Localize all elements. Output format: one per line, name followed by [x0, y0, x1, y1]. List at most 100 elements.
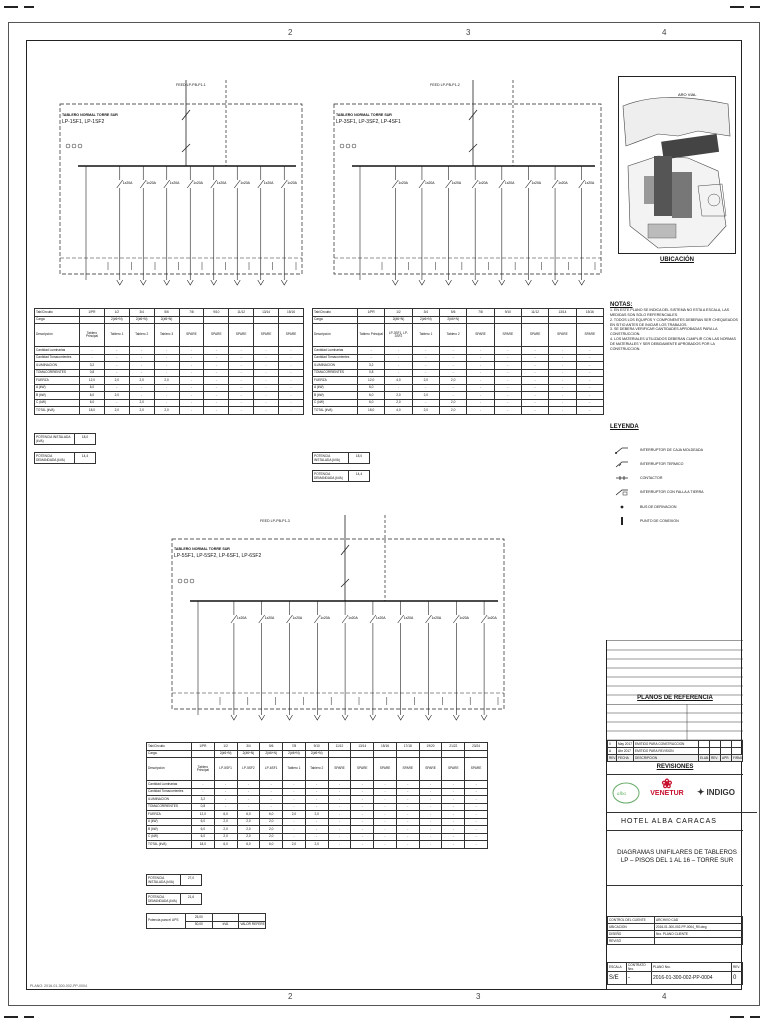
table-cell: -: [327, 825, 352, 834]
demand-power-box: POTENCIA DEMANDADA (kVA) 21,6: [146, 893, 202, 905]
table-row: Cantidad Tomacorrientes---------: [312, 353, 605, 362]
table-cell: B (kW): [146, 825, 192, 834]
table-cell: -: [203, 361, 230, 370]
circuit-rating: 1x20A: [320, 616, 330, 620]
table-cell: 2(#6+N): [153, 315, 180, 324]
table-cell: 12,0: [356, 376, 386, 385]
drawing-no-label: PLANO Nro.: [651, 962, 732, 972]
table-cell: -: [259, 780, 284, 789]
table-cell: -: [438, 361, 468, 370]
table-cell: -: [464, 832, 488, 841]
breaker-icon: [615, 447, 628, 454]
table-cell: Tablero 2: [438, 323, 468, 347]
rev-cell: [709, 747, 721, 755]
table-cell: C (kW): [146, 832, 192, 841]
circuit-breaker-symbol: [418, 179, 426, 189]
table-cell: -: [441, 787, 466, 796]
table-cell: SPARE: [278, 323, 304, 347]
table-cell: Tablero 1: [411, 323, 440, 347]
table-cell: -: [228, 406, 255, 415]
outer-frame: [8, 22, 760, 1006]
table-cell: -: [228, 398, 255, 407]
table-cell: SPARE: [203, 323, 230, 347]
venetur-logo-text: VENETUR: [650, 790, 684, 797]
circuit-rating: 1x20A: [531, 181, 541, 185]
table-cell: -: [228, 368, 255, 377]
table-cell: -: [411, 368, 440, 377]
table-cell: -: [128, 346, 155, 355]
demand-power-value: 14,4: [81, 454, 89, 458]
table-cell: Carga: [146, 749, 192, 758]
circuit-rating: 1x20A: [487, 616, 497, 620]
table-cell: [520, 315, 550, 324]
circuit-rating: 1x20A: [293, 616, 303, 620]
table-cell: LP-5SF1: [213, 757, 238, 781]
table-cell: -: [464, 817, 488, 826]
table-row: C (kW)6,0-2,0------: [34, 398, 304, 407]
scale-label: ESCALA: [607, 962, 627, 972]
table-cell: -: [103, 368, 130, 377]
rev-label: REV.: [731, 962, 743, 972]
table-cell: -: [395, 787, 420, 796]
meta-label: DISEÑO: [607, 930, 655, 938]
table-cell: 2,0: [438, 376, 468, 385]
table-cell: Cantidad Luminarias: [146, 780, 192, 789]
table-cell: -: [548, 346, 577, 355]
circuit-breaker-symbol: [230, 614, 238, 624]
table-cell: Carga: [312, 315, 358, 324]
table-cell: -: [418, 825, 443, 834]
table-cell: 11/12: [228, 308, 255, 317]
table-cell: SPARE: [350, 757, 375, 781]
table-cell: -: [282, 832, 306, 841]
table-cell: TOTAL (kVA): [146, 840, 192, 849]
installed-power-box: POTENCIA INSTALADA (kVA) 18,0: [312, 452, 370, 464]
table-row: A (kW)6,0--------: [312, 383, 605, 392]
table-cell: 2,0: [213, 825, 238, 834]
table-cell: -: [575, 376, 605, 385]
feeder-label: FEED LP-PB-P1-3: [260, 519, 290, 523]
table-cell: 18,0: [191, 840, 215, 849]
table-cell: -: [203, 398, 230, 407]
table-cell: -: [253, 353, 279, 362]
meter-symbol: [189, 578, 195, 584]
circuit-rating: 1x20A: [217, 181, 227, 185]
main-breaker-symbol: [181, 109, 191, 121]
table-cell: -: [520, 406, 550, 415]
table-cell: -: [464, 780, 488, 789]
table-cell: 4,0: [384, 376, 413, 385]
table-cell: -: [178, 383, 205, 392]
table-cell: 1/PR: [191, 742, 215, 751]
table-cell: 2,0: [103, 376, 130, 385]
table-cell: 2,0: [411, 391, 440, 400]
table-cell: -: [441, 832, 466, 841]
table-cell: [327, 749, 352, 758]
circuit-arrow: [418, 279, 426, 286]
indigo-mark-icon: ✦: [697, 787, 705, 797]
table-cell: 2(#6+N): [384, 315, 413, 324]
table-cell: -: [203, 376, 230, 385]
rev-cell: [709, 740, 721, 748]
crop-mark: [750, 1016, 760, 1018]
table-cell: -: [548, 376, 577, 385]
circuit-rating: 1x20A: [558, 181, 568, 185]
table-cell: 2(#6+N): [103, 315, 130, 324]
table-cell: -: [304, 780, 329, 789]
table-cell: FUERZA: [312, 376, 358, 385]
table-cell: SPARE: [548, 323, 577, 347]
table-cell: Cantidad Luminarias: [34, 346, 80, 355]
table-cell: -: [418, 810, 443, 819]
table-cell: Descripción: [34, 323, 80, 347]
legend-label: PUNTO DE CONEXION: [640, 519, 679, 523]
legend-label: INTERRUPTOR TERMICO: [640, 462, 684, 466]
table-cell: -: [253, 368, 279, 377]
table-cell: 2,0: [128, 398, 155, 407]
table-cell: 17/18: [395, 742, 420, 751]
table-cell: 6,0: [259, 810, 284, 819]
table-cell: [191, 749, 215, 758]
